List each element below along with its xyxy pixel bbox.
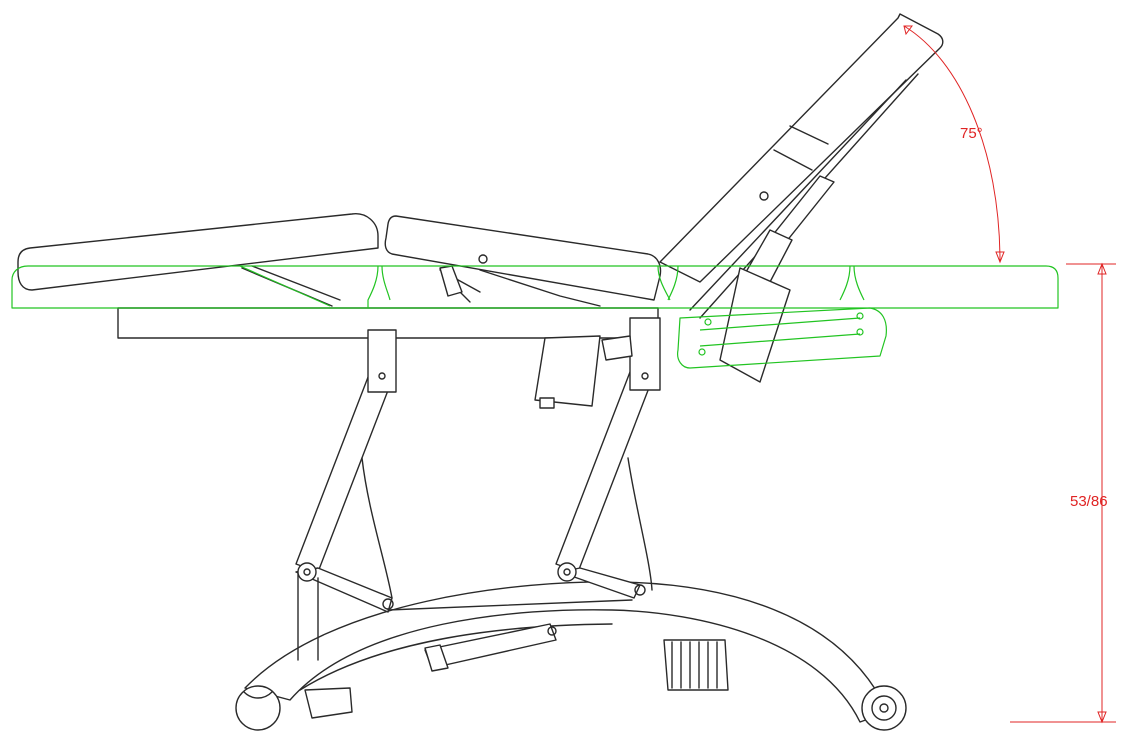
- lift-actuator: [424, 623, 557, 672]
- drive-motor: [663, 639, 729, 691]
- backrest-section: [659, 13, 944, 383]
- main-frame: [117, 307, 661, 393]
- backrest-actuator: [534, 335, 601, 409]
- angle-label: 75°: [960, 125, 983, 142]
- height-label: 53/86: [1070, 493, 1108, 510]
- front-caster: [235, 685, 281, 731]
- angle-dimension: 75°: [903, 25, 1005, 264]
- height-dimension: 53/86: [1010, 262, 1116, 724]
- leg-section: [17, 213, 379, 291]
- rear-wheel: [861, 685, 907, 731]
- flat-position-outline: [11, 265, 1059, 369]
- foot-pedal: [304, 687, 353, 719]
- seat-section: [384, 215, 662, 303]
